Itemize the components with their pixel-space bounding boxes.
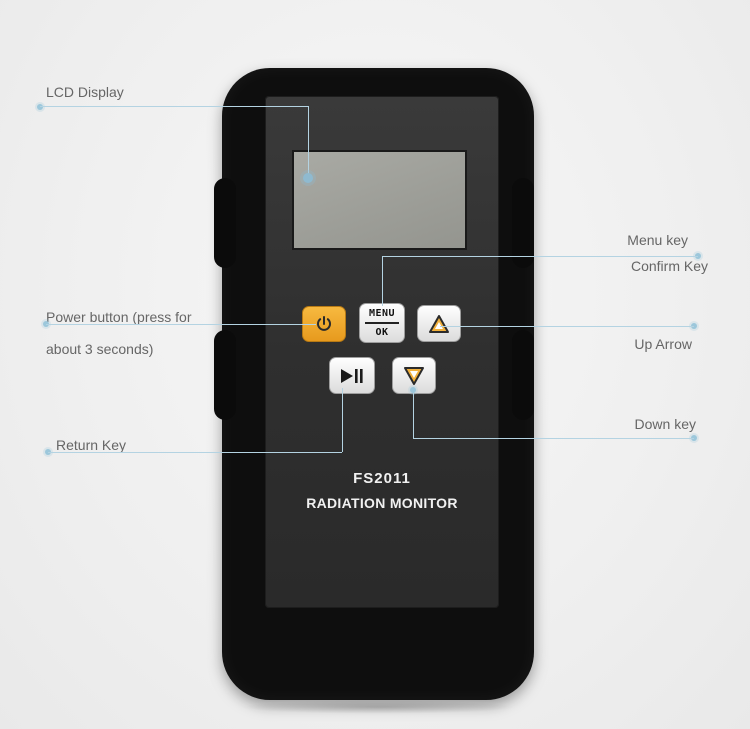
- callout-menu-key: Menu key: [627, 232, 688, 248]
- callout-return-key: Return Key: [56, 437, 127, 453]
- menu-key-divider: [365, 322, 399, 324]
- return-key[interactable]: [329, 357, 375, 394]
- power-icon: [317, 316, 331, 331]
- callout-lcd-display: LCD Display: [46, 84, 124, 100]
- callout-line: [440, 326, 694, 327]
- lcd-screen: [292, 150, 467, 250]
- callout-line: [413, 390, 414, 438]
- callout-power-button: Power button (press for: [46, 309, 192, 325]
- down-triangle-icon: [404, 366, 424, 385]
- ok-key-label: OK: [375, 326, 389, 338]
- callout-confirm-key: Confirm Key: [630, 258, 708, 274]
- floor-shadow: [240, 700, 516, 714]
- callout-line: [46, 324, 316, 325]
- callout-line: [382, 256, 698, 257]
- callout-power-button-detail: about 3 seconds): [46, 341, 154, 357]
- callout-dot: [37, 104, 43, 110]
- callout-line: [342, 388, 343, 452]
- callout-dot: [691, 323, 697, 329]
- play-pause-icon: [341, 368, 363, 383]
- callout-line: [413, 438, 694, 439]
- callout-dot: [691, 435, 697, 441]
- callout-up-arrow: Up Arrow: [634, 336, 692, 352]
- device-grip: [512, 178, 534, 268]
- callout-line: [382, 256, 383, 306]
- device-grip: [214, 178, 236, 268]
- device-name: RADIATION MONITOR: [306, 495, 458, 511]
- callout-anchor-dot: [303, 173, 313, 183]
- up-arrow-key[interactable]: [417, 305, 461, 342]
- down-key[interactable]: [392, 357, 436, 394]
- callout-line: [308, 106, 309, 178]
- callout-down-key: Down key: [634, 416, 696, 432]
- device-model: FS2011: [353, 470, 411, 487]
- device-grip: [214, 330, 236, 420]
- callout-anchor-dot: [410, 387, 416, 393]
- menu-key-label: MENU: [368, 308, 396, 320]
- up-triangle-icon: [429, 314, 449, 333]
- callout-line: [48, 452, 342, 453]
- callout-dot: [695, 253, 701, 259]
- device-grip: [512, 330, 534, 420]
- menu-ok-key[interactable]: MENU OK: [359, 303, 405, 343]
- callout-line: [40, 106, 308, 107]
